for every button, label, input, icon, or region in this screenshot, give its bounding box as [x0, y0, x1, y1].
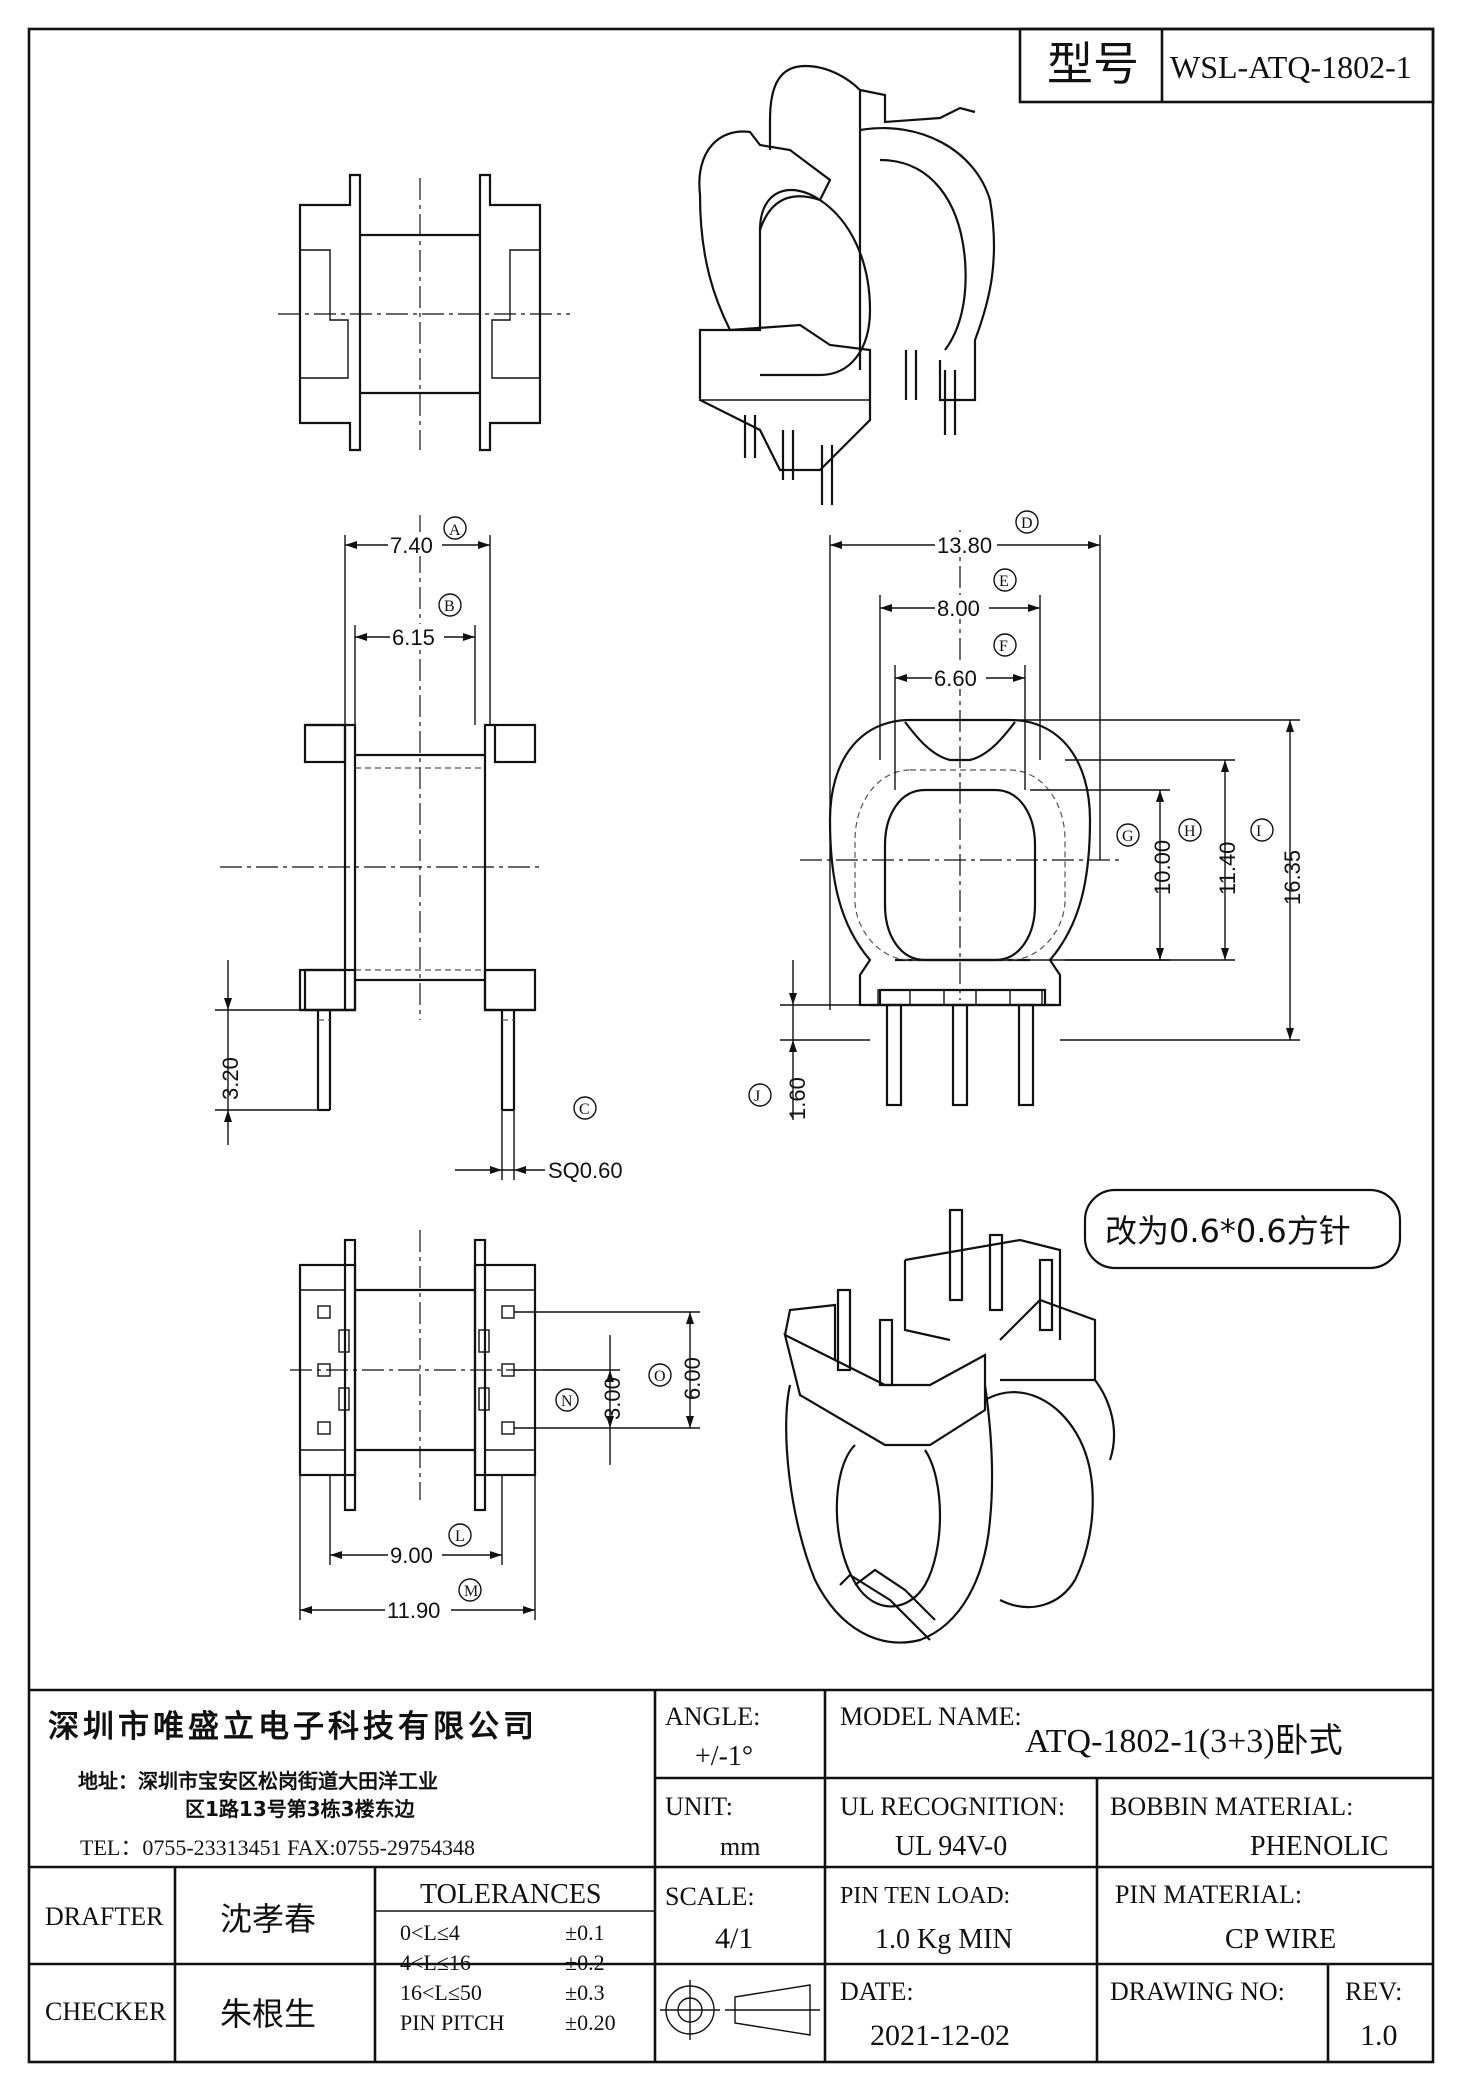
pin-load-label: PIN TEN LOAD:: [840, 1883, 1010, 1909]
scale-value: 4/1: [715, 1922, 753, 1955]
dim-o-value: 6.00: [680, 1357, 705, 1400]
dim-b-value: 6.15: [392, 625, 435, 650]
tolerance-value: ±0.1: [565, 1920, 605, 1945]
company-address-2: 区1路13号第3栋3楼东边: [185, 1797, 416, 1821]
tolerance-range: 0<L≤4: [400, 1920, 460, 1945]
dim-d-tag: D: [1021, 515, 1033, 532]
rev-value: 1.0: [1360, 2019, 1398, 2052]
model-name-label: MODEL NAME:: [840, 1702, 1022, 1731]
dim-o-tag: O: [654, 1368, 666, 1385]
dim-e-value: 8.00: [937, 596, 980, 621]
unit-value: mm: [720, 1832, 760, 1861]
revision-note: 改为0.6*0.6方针: [1083, 1188, 1402, 1270]
dim-d-value: 13.80: [937, 533, 992, 558]
drawing-border: [27, 27, 1435, 2064]
dim-j-tag: J: [754, 1088, 760, 1105]
dim-l-tag: L: [455, 1528, 465, 1545]
pin-load-value: 1.0 Kg MIN: [875, 1924, 1013, 1955]
iso-view-top: [698, 64, 996, 505]
tolerance-value: ±0.20: [565, 2010, 616, 2035]
dim-e-tag: E: [999, 573, 1009, 590]
model-label: 型号: [1047, 37, 1139, 91]
model-code: WSL-ATQ-1802-1: [1170, 49, 1412, 85]
tolerance-range: 16<L≤50: [400, 1980, 482, 2005]
bobbin-label: BOBBIN MATERIAL:: [1110, 1792, 1353, 1821]
side-view: 13.80 D 8.00 E 6.60 F 10.00 G 11.4: [748, 510, 1305, 1120]
dim-g-tag: G: [1122, 828, 1134, 845]
rev-label: REV:: [1345, 1977, 1402, 2006]
drawing-no-label: DRAWING NO:: [1110, 1977, 1285, 2006]
dim-h-value: 11.40: [1215, 842, 1240, 895]
date-label: DATE:: [840, 1977, 914, 2006]
dim-n-value: 3.00: [600, 1377, 625, 1420]
bobbin-value: PHENOLIC: [1250, 1831, 1388, 1862]
front-view: 7.40 A 6.15 B 3.20 SQ0.60 C: [215, 515, 623, 1183]
model-name-value: ATQ-1802-1(3+3)卧式: [1025, 1723, 1343, 1760]
tolerance-value: ±0.2: [565, 1950, 605, 1975]
dim-j-value: 1.60: [785, 1077, 810, 1120]
pin-material-value: CP WIRE: [1225, 1924, 1336, 1955]
pin-material-label: PIN MATERIAL:: [1115, 1880, 1302, 1909]
bottom-view: 9.00 L 11.90 M 3.00 N 6.00 O: [290, 1230, 705, 1623]
dim-g-value: 10.00: [1150, 840, 1175, 895]
company-tel-fax: TEL：0755-23313451 FAX:0755-29754348: [80, 1835, 475, 1860]
title-block: 深圳市唯盛立电子科技有限公司 地址：深圳市宝安区松岗街道大田洋工业 区1路13号…: [29, 1688, 1433, 2062]
dim-m-value: 11.90: [387, 1598, 440, 1623]
dim-m-tag: M: [464, 1583, 478, 1600]
dim-c-tag: C: [579, 1101, 590, 1118]
ul-value: UL 94V-0: [895, 1831, 1007, 1862]
dim-b-tag: B: [444, 598, 455, 615]
dim-f-value: 6.60: [934, 666, 977, 691]
dim-c-value: SQ0.60: [548, 1158, 623, 1183]
dim-a-value: 7.40: [390, 533, 433, 558]
model-box: 型号 WSL-ATQ-1802-1: [1018, 27, 1435, 104]
tolerance-range: PIN PITCH: [400, 2010, 505, 2035]
dim-h-tag: H: [1184, 823, 1196, 840]
dim-k-value: 3.20: [218, 1057, 243, 1100]
dim-n-tag: N: [561, 1393, 573, 1410]
dim-i-tag: I: [1256, 823, 1261, 840]
drafter-value: 沈孝春: [220, 1900, 316, 1938]
dim-i-value: 16.35: [1280, 850, 1305, 905]
tolerance-value: ±0.3: [565, 1980, 605, 2005]
unit-label: UNIT:: [665, 1792, 733, 1821]
date-value: 2021-12-02: [870, 2019, 1010, 2052]
ul-label: UL RECOGNITION:: [840, 1792, 1065, 1821]
tolerance-range: 4<L≤16: [400, 1950, 471, 1975]
tolerance-rows: 0<L≤4 ±0.1 4<L≤16 ±0.2 16<L≤50 ±0.3 PIN …: [400, 1920, 616, 2035]
projection-symbol: [660, 1980, 820, 2040]
checker-value: 朱根生: [220, 1995, 316, 2033]
angle-value: +/-1°: [695, 1741, 753, 1772]
scale-label: SCALE:: [665, 1882, 755, 1911]
company-address-1: 地址：深圳市宝安区松岗街道大田洋工业: [78, 1769, 438, 1793]
angle-label: ANGLE:: [665, 1702, 760, 1731]
tolerances-label: TOLERANCES: [420, 1879, 602, 1910]
checker-label: CHECKER: [45, 1997, 167, 2026]
dim-a-tag: A: [449, 522, 461, 539]
iso-view-bottom: [783, 1208, 1116, 1644]
dim-l-value: 9.00: [390, 1543, 433, 1568]
company-name: 深圳市唯盛立电子科技有限公司: [48, 1709, 538, 1745]
top-view: [278, 173, 570, 452]
note-text: 改为0.6*0.6方针: [1105, 1212, 1351, 1250]
drafter-label: DRAFTER: [45, 1902, 164, 1931]
dim-f-tag: F: [999, 638, 1008, 655]
